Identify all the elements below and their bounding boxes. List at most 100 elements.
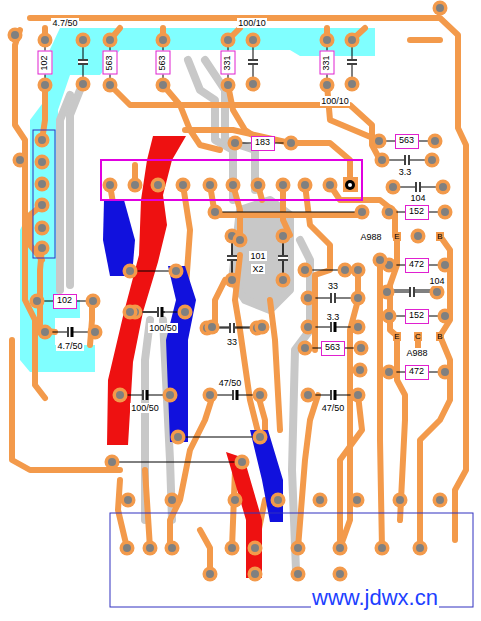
solder-pad bbox=[323, 178, 338, 193]
solder-pad bbox=[228, 276, 236, 284]
solder-pad bbox=[323, 81, 331, 89]
solder-pad bbox=[79, 36, 87, 44]
capacitor-symbol bbox=[330, 390, 332, 400]
copper-trace bbox=[290, 143, 350, 185]
solder-pad bbox=[225, 541, 240, 556]
ground-plane bbox=[20, 28, 375, 372]
solder-pad bbox=[105, 455, 120, 470]
solder-pad bbox=[336, 544, 344, 552]
solder-pad bbox=[428, 156, 436, 164]
resistor-label: 152 bbox=[405, 309, 429, 324]
solder-pad bbox=[165, 541, 180, 556]
solder-pad bbox=[279, 232, 287, 240]
solder-pad bbox=[106, 36, 114, 44]
resistor-value: 102 bbox=[57, 295, 73, 306]
grey-trace bbox=[60, 60, 310, 570]
capacitor-symbol bbox=[157, 307, 163, 317]
resistor-label: 472 bbox=[405, 365, 429, 380]
solder-pad bbox=[168, 544, 176, 552]
solder-pad bbox=[91, 328, 99, 336]
part-value: 33 bbox=[327, 281, 339, 291]
solder-pad bbox=[246, 33, 261, 48]
pin1-pad bbox=[345, 180, 355, 190]
solder-pad bbox=[123, 264, 138, 279]
solder-pad bbox=[30, 294, 45, 309]
solder-pad bbox=[159, 36, 167, 44]
solder-pad bbox=[253, 430, 268, 445]
solder-pad bbox=[436, 180, 451, 195]
solder-pad bbox=[441, 208, 449, 216]
solder-pad bbox=[411, 229, 426, 244]
part-value: 4.7/50 bbox=[56, 341, 83, 351]
solder-pad bbox=[438, 205, 453, 220]
copper-trace bbox=[232, 470, 235, 548]
resistor-value: 563 bbox=[399, 135, 415, 146]
solder-pad bbox=[336, 570, 344, 578]
solder-pad bbox=[224, 36, 232, 44]
solder-pad bbox=[441, 312, 449, 320]
pin-name: E bbox=[393, 332, 400, 341]
capacitor-symbol bbox=[413, 287, 415, 297]
solder-pad bbox=[88, 325, 103, 340]
solder-pad bbox=[373, 253, 388, 268]
solder-pad bbox=[41, 81, 49, 89]
copper-trace bbox=[30, 18, 466, 540]
jumper-wire bbox=[112, 212, 435, 462]
resistor-value: 563 bbox=[104, 54, 115, 70]
solder-pad bbox=[376, 256, 384, 264]
solder-pad bbox=[143, 541, 158, 556]
solder-pad bbox=[351, 388, 366, 403]
solder-pad bbox=[106, 81, 114, 89]
solder-pad bbox=[276, 178, 291, 193]
solder-pad bbox=[221, 33, 236, 48]
solder-pad bbox=[255, 320, 270, 335]
resistor-value: 152 bbox=[409, 310, 425, 321]
solder-pad bbox=[103, 78, 118, 93]
resistor-value: 563 bbox=[325, 342, 341, 353]
solder-pad bbox=[228, 493, 243, 508]
solder-pad bbox=[316, 496, 324, 504]
solder-pad bbox=[383, 288, 391, 296]
red-trace bbox=[107, 136, 262, 578]
solder-pad bbox=[291, 567, 306, 582]
part-value: 100/10 bbox=[237, 18, 267, 28]
capacitor-symbol bbox=[404, 155, 410, 165]
solder-pad bbox=[301, 266, 309, 274]
capacitor-symbol bbox=[236, 390, 239, 400]
part-value: 47/50 bbox=[321, 403, 346, 413]
solder-pad bbox=[151, 178, 166, 193]
solder-pad bbox=[35, 177, 50, 192]
solder-pad bbox=[351, 320, 366, 335]
capacitor-symbol bbox=[415, 182, 417, 192]
resistor-value: 183 bbox=[255, 137, 271, 148]
solder-pad bbox=[38, 158, 46, 166]
solder-pad bbox=[287, 139, 295, 147]
capacitor-symbol bbox=[330, 293, 332, 303]
solder-pad bbox=[203, 388, 218, 403]
solder-pad bbox=[103, 78, 118, 93]
solder-pad bbox=[298, 178, 313, 193]
solder-pad bbox=[121, 493, 136, 508]
solder-pad bbox=[430, 285, 445, 300]
capacitor-symbol bbox=[67, 327, 73, 337]
solder-pad bbox=[338, 263, 353, 278]
ground-plane bbox=[20, 28, 375, 372]
solder-pad bbox=[168, 496, 176, 504]
capacitor-symbol bbox=[330, 322, 332, 332]
solder-pad bbox=[354, 391, 362, 399]
solder-pad bbox=[323, 178, 338, 193]
solder-pad bbox=[208, 323, 216, 331]
solder-pad bbox=[171, 430, 186, 445]
solder-pad bbox=[333, 541, 348, 556]
solder-pad bbox=[225, 273, 240, 288]
solder-pad bbox=[146, 544, 154, 552]
solder-pad bbox=[304, 391, 312, 399]
solder-pad bbox=[113, 388, 128, 403]
copper-trace bbox=[118, 480, 127, 548]
solder-pad bbox=[355, 205, 370, 220]
solder-pad bbox=[208, 205, 223, 220]
solder-pad bbox=[255, 320, 270, 335]
pin-name: B bbox=[436, 232, 443, 241]
solder-pad bbox=[378, 156, 386, 164]
